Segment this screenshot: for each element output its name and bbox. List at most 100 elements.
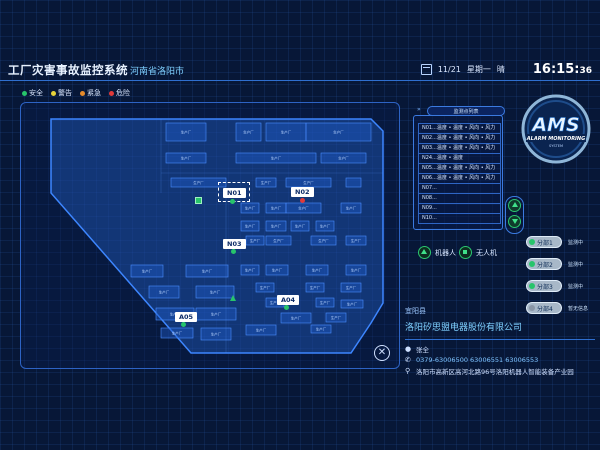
factory-building[interactable] bbox=[290, 220, 310, 232]
marker-label-a05[interactable]: A05 bbox=[175, 312, 198, 322]
factory-building[interactable] bbox=[310, 235, 337, 246]
building-label: 生产厂 bbox=[346, 206, 357, 211]
factory-building[interactable] bbox=[305, 264, 329, 276]
marker-dot-a05[interactable] bbox=[181, 322, 186, 327]
factory-building[interactable] bbox=[265, 264, 289, 276]
drone-location-icon[interactable] bbox=[230, 295, 236, 301]
robot-toggle[interactable]: 机器人 bbox=[418, 246, 456, 259]
factory-building[interactable] bbox=[345, 177, 362, 188]
expand-arrows-icon[interactable]: » bbox=[417, 106, 421, 113]
drone-label: 无人机 bbox=[476, 248, 497, 257]
factory-building[interactable] bbox=[165, 152, 207, 164]
monitor-row[interactable]: N10... bbox=[418, 213, 501, 224]
branch-2[interactable]: 分部2 监测中 bbox=[526, 258, 583, 270]
marker-label-n02[interactable]: N02 bbox=[291, 187, 314, 197]
legend-dot bbox=[109, 90, 114, 96]
robot-location-icon[interactable] bbox=[195, 197, 202, 204]
branch-1[interactable]: 分部1 监测中 bbox=[526, 236, 583, 248]
factory-building[interactable] bbox=[265, 220, 287, 232]
legend-item-danger: 危险 bbox=[109, 88, 130, 98]
date-text: 11/21 bbox=[437, 64, 461, 74]
clock: 16:15:36 bbox=[532, 61, 592, 77]
branch-4[interactable]: 分部4 暂无信息 bbox=[526, 302, 588, 314]
factory-map-frame: 生产厂生产厂生产厂生产厂生产厂生产厂生产厂生产厂生产厂生产厂生产厂生产厂生产厂生… bbox=[20, 102, 400, 369]
branch-label: 分部2 bbox=[537, 261, 553, 269]
legend-item-warning: 警告 bbox=[51, 88, 72, 98]
building-label: 生产厂 bbox=[159, 290, 170, 295]
factory-building[interactable] bbox=[255, 177, 277, 188]
drone-icon bbox=[459, 246, 472, 259]
factory-building[interactable] bbox=[315, 220, 335, 232]
marker-label-n03[interactable]: N03 bbox=[223, 239, 246, 249]
scroll-up-button[interactable] bbox=[508, 199, 521, 212]
branch-button[interactable]: 分部2 bbox=[526, 258, 562, 270]
status-dot bbox=[529, 305, 535, 311]
factory-building[interactable] bbox=[165, 122, 207, 142]
building-label: 生产厂 bbox=[181, 130, 192, 135]
factory-building[interactable] bbox=[310, 324, 332, 334]
factory-building[interactable] bbox=[340, 202, 362, 214]
factory-building[interactable] bbox=[148, 285, 180, 299]
status-legend: 安全 警告 紧急 危险 bbox=[22, 88, 130, 98]
factory-building[interactable] bbox=[340, 282, 362, 293]
region-label: 宜阳县 bbox=[405, 307, 426, 315]
factory-building[interactable] bbox=[315, 297, 335, 308]
factory-building[interactable] bbox=[195, 285, 235, 299]
factory-building[interactable] bbox=[255, 282, 275, 293]
branch-button[interactable]: 分部4 bbox=[526, 302, 562, 314]
branch-3[interactable]: 分部3 监测中 bbox=[526, 280, 583, 292]
marker-dot-n02[interactable] bbox=[300, 198, 305, 203]
factory-building[interactable] bbox=[185, 264, 229, 278]
factory-building[interactable] bbox=[305, 282, 325, 293]
branch-button[interactable]: 分部3 bbox=[526, 280, 562, 292]
address-text: 洛阳市高新区高河北路96号洛阳机器人智能装备产业园 bbox=[416, 368, 574, 376]
factory-building[interactable] bbox=[235, 152, 317, 164]
factory-building[interactable] bbox=[305, 122, 372, 142]
building-label: 生产厂 bbox=[351, 238, 362, 243]
building-label: 生产厂 bbox=[211, 332, 222, 337]
legend-label: 危险 bbox=[116, 89, 130, 97]
person-icon: ● bbox=[405, 345, 412, 353]
factory-building[interactable] bbox=[320, 152, 367, 164]
buildings-layer: 生产厂生产厂生产厂生产厂生产厂生产厂生产厂生产厂生产厂生产厂生产厂生产厂生产厂生… bbox=[130, 119, 383, 353]
marker-dot-a04[interactable] bbox=[284, 305, 289, 310]
close-icon[interactable]: ✕ bbox=[374, 345, 390, 361]
status-dot bbox=[529, 283, 535, 289]
building-label: 生产厂 bbox=[351, 268, 362, 273]
factory-building[interactable] bbox=[285, 202, 322, 214]
marker-dot-n03[interactable] bbox=[231, 249, 236, 254]
company-name: 洛阳矽思盟电器股份有限公司 bbox=[405, 323, 523, 333]
factory-building[interactable] bbox=[345, 264, 367, 276]
factory-building[interactable] bbox=[280, 312, 312, 324]
factory-building[interactable] bbox=[325, 312, 347, 323]
building-label: 生产厂 bbox=[211, 312, 222, 317]
branch-button[interactable]: 分部1 bbox=[526, 236, 562, 248]
factory-map[interactable]: 生产厂生产厂生产厂生产厂生产厂生产厂生产厂生产厂生产厂生产厂生产厂生产厂生产厂生… bbox=[21, 103, 399, 368]
building-label: 生产厂 bbox=[303, 180, 314, 185]
factory-building[interactable] bbox=[240, 202, 260, 214]
building-label: 生产厂 bbox=[270, 300, 281, 305]
marker-dot-n01[interactable] bbox=[230, 199, 235, 204]
factory-building[interactable] bbox=[130, 264, 164, 278]
factory-building[interactable] bbox=[345, 235, 367, 246]
list-scroll-control bbox=[505, 196, 524, 234]
factory-building[interactable] bbox=[265, 235, 292, 246]
factory-building[interactable] bbox=[160, 327, 194, 339]
factory-building[interactable] bbox=[240, 264, 260, 276]
building-label: 生产厂 bbox=[250, 238, 261, 243]
marker-label-n01[interactable]: N01 bbox=[223, 188, 246, 198]
header: 工厂灾害事故监控系统 河南省洛阳市 11/21 星期一 晴 16:15:36 bbox=[0, 0, 600, 84]
factory-building[interactable] bbox=[340, 299, 364, 309]
marker-label-a04[interactable]: A04 bbox=[277, 295, 300, 305]
factory-building[interactable] bbox=[245, 324, 277, 336]
building-label: 生产厂 bbox=[256, 328, 267, 333]
scroll-down-button[interactable] bbox=[508, 215, 521, 228]
factory-building[interactable] bbox=[245, 235, 265, 246]
weekday-text: 星期一 bbox=[466, 64, 491, 74]
factory-building[interactable] bbox=[200, 327, 232, 341]
factory-building[interactable] bbox=[240, 220, 260, 232]
page-title: 工厂灾害事故监控系统 bbox=[8, 63, 128, 77]
address-line: ⚲洛阳市高新区高河北路96号洛阳机器人智能装备产业园 bbox=[405, 366, 595, 376]
factory-building[interactable] bbox=[235, 122, 262, 142]
drone-toggle[interactable]: 无人机 bbox=[459, 246, 497, 259]
